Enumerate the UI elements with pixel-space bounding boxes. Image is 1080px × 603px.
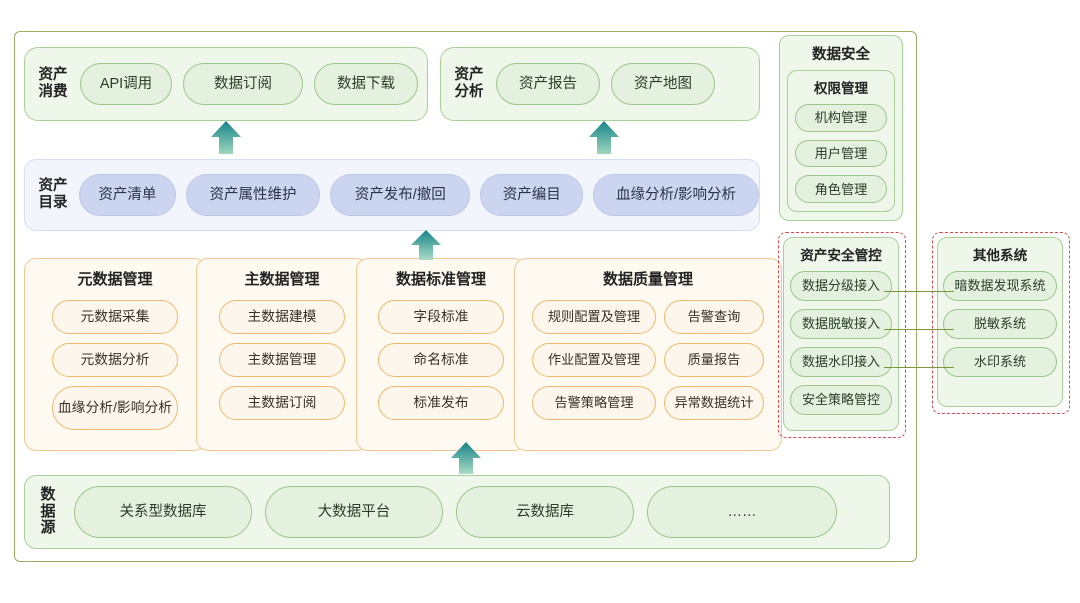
asc-item-data-classification-access[interactable]: 数据分级接入 [790,271,892,301]
arrow-catalog-to-analysis [589,121,619,154]
quality-item-anomaly-statistics[interactable]: 异常数据统计 [664,386,764,420]
data-standard-management-title: 数据标准管理 [395,271,486,288]
metadata-item-analysis[interactable]: 元数据分析 [52,343,178,377]
metadata-management-column: 元数据管理 元数据采集 元数据分析 血缘分析/影响分析 [24,258,206,451]
standard-item-standard-release[interactable]: 标准发布 [378,386,504,420]
metadata-management-items: 元数据采集 元数据分析 血缘分析/影响分析 [35,300,195,430]
consumption-item-data-download[interactable]: 数据下载 [314,63,418,105]
asset-consumption-label: 资产 消费 [38,66,68,100]
other-item-watermark-system[interactable]: 水印系统 [943,347,1057,377]
metadata-item-collection[interactable]: 元数据采集 [52,300,178,334]
datasource-item-ellipsis[interactable]: …… [647,486,837,538]
quality-item-alert-query[interactable]: 告警查询 [664,300,764,334]
quality-item-job-config[interactable]: 作业配置及管理 [532,343,656,377]
asset-catalog-panel: 资产 目录 资产清单 资产属性维护 资产发布/撤回 资产编目 血缘分析/影响分析 [24,159,760,231]
catalog-item-publish-withdraw[interactable]: 资产发布/撤回 [330,174,471,216]
asset-catalog-label: 资产 目录 [38,177,68,211]
permission-item-org-management[interactable]: 机构管理 [795,104,887,132]
standard-item-naming-standard[interactable]: 命名标准 [378,343,504,377]
asset-consumption-panel: 资产 消费 API调用 数据订阅 数据下载 [24,47,428,121]
connector-watermark-to-watermark-system [884,367,954,369]
datasource-item-cloud-database[interactable]: 云数据库 [456,486,634,538]
connector-classification-to-dark-data [884,291,954,293]
permission-management-box: 权限管理 机构管理 用户管理 角色管理 [787,70,895,212]
other-item-dark-data-discovery-system[interactable]: 暗数据发现系统 [943,271,1057,301]
master-item-management[interactable]: 主数据管理 [219,343,345,377]
other-item-masking-system[interactable]: 脱敏系统 [943,309,1057,339]
other-systems-panel: 其他系统 暗数据发现系统 脱敏系统 水印系统 [937,237,1063,407]
standard-item-field-standard[interactable]: 字段标准 [378,300,504,334]
catalog-item-asset-cataloging[interactable]: 资产编目 [480,174,584,216]
datasource-item-bigdata-platform[interactable]: 大数据平台 [265,486,443,538]
other-systems-title: 其他系统 [972,248,1028,263]
analysis-item-asset-report[interactable]: 资产报告 [496,63,600,105]
analysis-item-asset-map[interactable]: 资产地图 [611,63,715,105]
metadata-management-title: 元数据管理 [77,271,153,288]
permission-management-title: 权限管理 [814,81,868,96]
arrow-datasource-to-management [451,442,481,474]
arrow-management-to-catalog [411,230,441,260]
catalog-item-asset-inventory[interactable]: 资产清单 [79,174,176,216]
asc-item-data-watermark-access[interactable]: 数据水印接入 [790,347,892,377]
permission-item-user-management[interactable]: 用户管理 [795,139,887,168]
data-quality-management-items: 规则配置及管理 告警查询 作业配置及管理 质量报告 告警策略管理 异常数据统计 [532,300,764,420]
catalog-item-attribute-maintenance[interactable]: 资产属性维护 [185,174,321,216]
consumption-item-api-call[interactable]: API调用 [80,63,172,105]
datasource-item-relational-database[interactable]: 关系型数据库 [74,486,252,538]
other-systems-dashed-border [932,232,1070,414]
data-security-panel: 数据安全 权限管理 机构管理 用户管理 角色管理 [779,35,903,221]
asset-analysis-label: 资产 分析 [454,66,484,100]
master-item-subscription[interactable]: 主数据订阅 [219,386,345,420]
metadata-item-lineage-impact-analysis[interactable]: 血缘分析/影响分析 [52,386,178,430]
master-data-management-items: 主数据建模 主数据管理 主数据订阅 [207,300,357,420]
connector-masking-to-masking-system [884,329,954,331]
quality-item-quality-report[interactable]: 质量报告 [664,343,764,377]
asc-item-security-policy-control[interactable]: 安全策略管控 [790,385,892,415]
consumption-item-data-subscription[interactable]: 数据订阅 [183,63,303,105]
data-security-title: 数据安全 [812,47,870,63]
permission-item-role-management[interactable]: 角色管理 [795,175,887,204]
asset-security-control-dashed-border [778,232,906,438]
quality-item-rule-config[interactable]: 规则配置及管理 [532,300,656,334]
arrow-catalog-to-consumption [211,121,241,154]
quality-item-alert-policy[interactable]: 告警策略管理 [532,386,656,420]
asset-analysis-panel: 资产 分析 资产报告 资产地图 [440,47,760,121]
data-standard-management-items: 字段标准 命名标准 标准发布 [367,300,515,420]
asset-security-control-panel: 资产安全管控 数据分级接入 数据脱敏接入 数据水印接入 安全策略管控 [783,237,899,431]
master-item-modeling[interactable]: 主数据建模 [219,300,345,334]
data-quality-management-column: 数据质量管理 规则配置及管理 告警查询 作业配置及管理 质量报告 告警策略管理 … [514,258,782,451]
asc-item-data-masking-access[interactable]: 数据脱敏接入 [790,309,892,339]
data-quality-management-title: 数据质量管理 [602,271,693,288]
data-standard-management-column: 数据标准管理 字段标准 命名标准 标准发布 [356,258,526,451]
catalog-item-lineage-impact-analysis[interactable]: 血缘分析/影响分析 [593,174,759,216]
data-source-panel: 数 据 源 关系型数据库 大数据平台 云数据库 …… [24,475,890,549]
asset-security-control-title: 资产安全管控 [800,248,882,263]
master-data-management-title: 主数据管理 [244,271,320,288]
master-data-management-column: 主数据管理 主数据建模 主数据管理 主数据订阅 [196,258,368,451]
data-source-label: 数 据 源 [40,485,56,537]
